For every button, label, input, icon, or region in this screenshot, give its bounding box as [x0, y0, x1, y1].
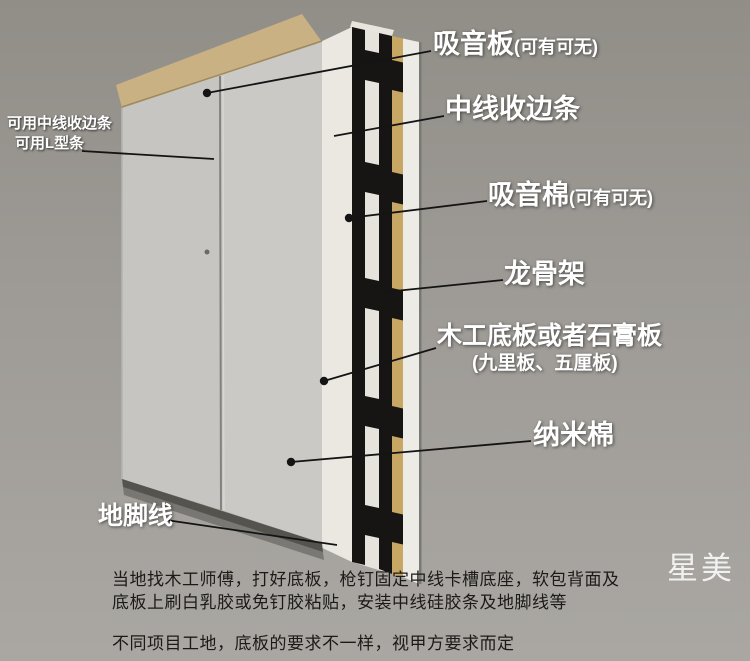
label-base-board-sub-text: (九里板、五厘板) [472, 353, 618, 374]
leader-absorb-panel [206, 50, 432, 94]
keel-frame-right-post [379, 33, 392, 574]
label-absorb-panel-text: 吸音板 [433, 29, 514, 59]
instructions-line-1: 当地找木工师傅，打好底板，枪钉固定中线卡槽底座，软包背面及 [112, 570, 620, 589]
label-left-note-2: 可用L型条 [15, 135, 85, 153]
label-center-strip: 中线收边条 [445, 94, 580, 125]
keel-bar [365, 162, 379, 195]
outer-base-board [403, 38, 419, 584]
label-absorb-panel: 吸音板(可有可无) [433, 29, 598, 60]
dot-nano-cotton [286, 457, 296, 467]
stud-notch [392, 512, 403, 545]
keel-bar [365, 396, 379, 429]
label-keel-frame-text: 龙骨架 [504, 259, 585, 289]
label-left-note-1: 可用中线收边条 [7, 115, 113, 133]
label-absorb-panel-note: (可有可无) [514, 37, 598, 57]
label-center-strip-text: 中线收边条 [445, 94, 580, 124]
label-nano-cotton: 纳米棉 [533, 420, 614, 451]
outer-board-edge [419, 42, 422, 584]
stud-notch [392, 60, 403, 93]
instructions-paragraph-1: 当地找木工师傅，打好底板，枪钉固定中线卡槽底座，软包背面及 底板上刷白乳胶或免钉… [112, 568, 620, 614]
leader-lines [81, 50, 532, 546]
leader-base-board [323, 347, 437, 382]
stud-notch [392, 406, 403, 439]
label-base-board: 木工底板或者石膏板 [437, 322, 663, 351]
instructions-line-3: 不同项目工地，底板的要求不一样，视甲方要求而定 [112, 634, 515, 653]
label-absorb-cotton-note: (可有可无) [569, 188, 653, 208]
label-absorb-cotton: 吸音棉(可有可无) [488, 180, 653, 211]
leader-center-strip [333, 115, 445, 137]
label-skirting: 地脚线 [98, 502, 174, 531]
panel-top-bevel-line [121, 40, 323, 108]
dot-absorb-cotton [344, 213, 354, 223]
label-nano-cotton-text: 纳米棉 [533, 420, 614, 450]
instructions-line-2: 底板上刷白乳胶或免钉胶粘贴，安装中线硅胶条及地脚线等 [112, 593, 567, 612]
frame-top-edge [350, 21, 394, 36]
keel-bar [365, 505, 379, 538]
leader-keel-frame [384, 279, 504, 293]
leader-absorb-cotton [348, 200, 488, 219]
leader-dots [202, 88, 354, 467]
leader-skirting [165, 519, 338, 546]
label-base-board-sub: (九里板、五厘板) [472, 353, 618, 375]
dot-absorb-panel [202, 88, 212, 98]
keel-frame-left-post [352, 27, 365, 565]
front-panel [116, 14, 324, 560]
keel-bar [365, 50, 379, 83]
watermark-text: 星美 [667, 551, 735, 586]
panel-bottom-shadow [123, 487, 324, 560]
label-base-board-text: 木工底板或者石膏板 [437, 322, 663, 350]
dot-base-board [319, 376, 329, 386]
label-left-note-1-text: 可用中线收边条 [7, 115, 113, 132]
panel-face-right [220, 42, 322, 543]
leader-left-note [81, 150, 215, 160]
panel-face-left [122, 75, 221, 510]
center-seam-line [219, 75, 222, 511]
center-seam-highlight [222, 75, 225, 511]
back-structure [316, 21, 422, 584]
panel-bottom-edge [122, 479, 323, 552]
label-keel-frame: 龙骨架 [504, 259, 585, 290]
wood-stud-notches [392, 60, 403, 545]
panel-wood-top-edge [116, 14, 322, 108]
instructions-paragraph-2: 不同项目工地，底板的要求不一样，视甲方要求而定 [112, 632, 515, 655]
stud-notch [392, 172, 403, 205]
seam-notch-mark [204, 249, 210, 255]
keel-frame-cross-bars [365, 50, 379, 538]
label-left-note-2-text: 可用L型条 [15, 135, 85, 152]
stud-notch [392, 288, 403, 321]
label-skirting-text: 地脚线 [98, 502, 174, 530]
leader-nano-cotton [290, 440, 532, 463]
inner-white-layer [316, 27, 352, 562]
label-absorb-cotton-text: 吸音棉 [488, 180, 569, 210]
keel-bar [365, 278, 379, 311]
